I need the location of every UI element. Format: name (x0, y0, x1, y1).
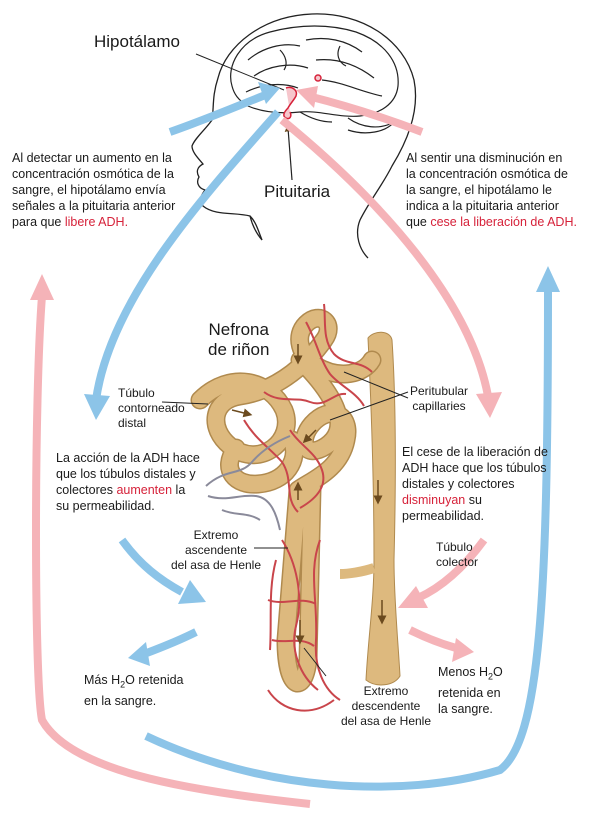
lb-l1: Más H2O retenida (84, 672, 204, 693)
rm-l3: distales y colectores (402, 477, 515, 491)
rm-l1: El cese de la liberación de (402, 445, 548, 459)
lb-l1-pre: Más H (84, 673, 121, 687)
hipotalamo-pointer (195, 53, 285, 91)
rb-l1-post: O (493, 665, 503, 679)
right-mid-paragraph: El cese de la liberación de ADH hace que… (402, 444, 572, 524)
lb-l1-post: O retenida (125, 673, 184, 687)
nefrona-label: Nefrona de riñon (208, 320, 269, 360)
rm-l4-red: disminuyan (402, 493, 466, 507)
rt-l3: la sangre, el hipotálamo le (406, 183, 552, 197)
peritubular-l2: capillaries (412, 399, 466, 413)
left-bottom-paragraph: Más H2O retenida en la sangre. (84, 672, 204, 709)
rt-l5-pre: que (406, 215, 431, 229)
rt-l5: que cese la liberación de ADH. (406, 214, 598, 230)
rb-l3: la sangre. (438, 701, 493, 716)
rt-l1: Al sentir una disminución en (406, 151, 563, 165)
asa-descendente-label: Extremo descendente del asa de Henle (332, 684, 440, 729)
tubulo-distal-l3: distal (118, 416, 147, 430)
peritubular-label: Peritubular capillaries (410, 384, 468, 414)
blue-arrowheads (84, 82, 560, 666)
desc-l3: del asa de Henle (340, 714, 432, 728)
pink-arrows (32, 92, 492, 808)
asc-l1: Extremo (193, 528, 239, 542)
pituitary-gland (283, 74, 322, 120)
label-pointers (161, 371, 409, 677)
lt-l5-red: libere ADH. (64, 215, 129, 229)
pituitaria-label: Pituitaria (264, 182, 331, 201)
lm-l3-pre: colectores (56, 483, 117, 497)
rb-l1: Menos H2O (438, 664, 528, 685)
tubulo-distal-l2: contorneado (118, 401, 185, 415)
desc-l2: descendente (351, 699, 421, 713)
lm-l4: su permeabilidad. (56, 499, 155, 513)
tubulo-distal-label: Túbulo contorneado distal (118, 386, 185, 431)
flow-arrows (231, 344, 387, 645)
lt-l4: señales a la pituitaria anterior (12, 199, 176, 213)
rm-l5: permeabilidad. (402, 509, 484, 523)
nefrona-label-l2: de riñon (208, 340, 270, 359)
peritubular-capillaries (243, 303, 373, 712)
rb-l1-pre: Menos H (438, 665, 489, 679)
lt-l5-pre: para que (12, 215, 65, 229)
lm-l3-red: aumenten (116, 483, 173, 497)
lm-l3: colectores aumenten la (56, 482, 216, 498)
tubulo-distal-l1: Túbulo (118, 386, 155, 400)
asc-l2: ascendente (184, 543, 248, 557)
rt-l4: indica a la pituitaria anterior (406, 199, 559, 213)
desc-l1: Extremo (363, 684, 409, 698)
rt-l5-red: cese la liberación de ADH. (430, 215, 577, 229)
right-bottom-paragraph: Menos H2O retenida en la sangre. (438, 664, 528, 717)
pink-arrowheads (30, 86, 502, 662)
peritubular-l1: Peritubular (410, 384, 469, 398)
lm-l1: La acción de la ADH hace (56, 451, 200, 465)
lb-l2: en la sangre. (84, 693, 157, 708)
gray-capillaries (205, 435, 291, 531)
left-mid-paragraph: La acción de la ADH hace que los túbulos… (56, 450, 216, 514)
asc-l3: del asa de Henle (170, 558, 262, 572)
rm-l4-post: su (465, 493, 482, 507)
tubulo-colector-l2: colector (436, 555, 479, 569)
lt-l1: Al detectar un aumento en la (12, 151, 172, 165)
lt-l2: concentración osmótica de la (12, 167, 174, 181)
tubulo-colector-l1: Túbulo (436, 540, 473, 554)
left-top-paragraph: Al detectar un aumento en la concentraci… (12, 150, 202, 230)
lb-l1-sub: 2 (120, 679, 126, 690)
blue-arrows (92, 90, 552, 791)
collecting-duct (339, 331, 401, 686)
lt-l5: para que libere ADH. (12, 214, 202, 230)
lm-l3-post: la (172, 483, 186, 497)
nefrona-label-l1: Nefrona (208, 320, 269, 339)
lm-l2: que los túbulos distales y (56, 467, 196, 481)
rm-l4: disminuyan su (402, 492, 572, 508)
pituitaria-pointer (284, 124, 293, 181)
hipotalamo-label: Hipotálamo (94, 32, 180, 51)
rt-l2: la concentración osmótica de (406, 167, 568, 181)
rm-l2: ADH hace que los túbulos (402, 461, 547, 475)
rb-l1-sub: 2 (488, 671, 494, 682)
asa-ascendente-label: Extremo ascendente del asa de Henle (168, 528, 264, 573)
lt-l3: sangre, el hipotálamo envía (12, 183, 166, 197)
right-top-paragraph: Al sentir una disminución en la concentr… (406, 150, 598, 230)
rb-l2: retenida en (438, 685, 501, 700)
tubulo-colector-label: Túbulo colector (436, 540, 478, 570)
